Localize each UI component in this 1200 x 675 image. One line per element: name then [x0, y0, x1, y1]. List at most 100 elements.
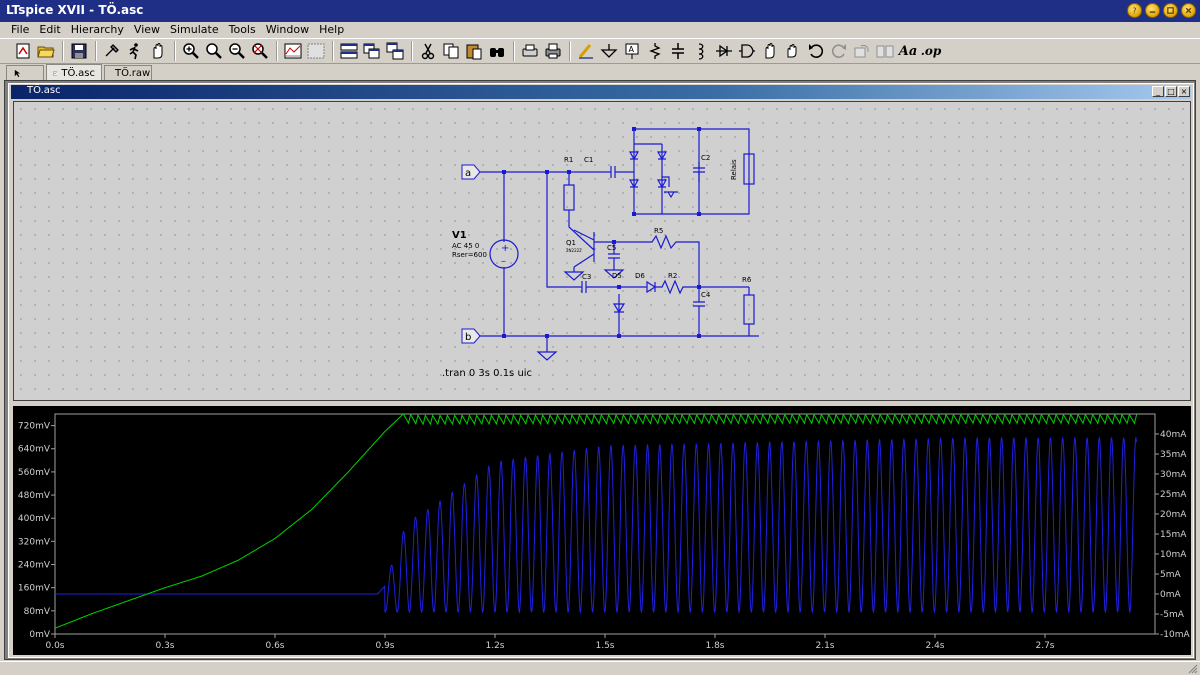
blank-plot-icon: [307, 43, 325, 59]
control-panel-button[interactable]: [101, 40, 123, 62]
text-button[interactable]: Aa: [897, 40, 919, 62]
q1-model: 2N2222: [566, 248, 582, 253]
c3-capacitor[interactable]: [546, 172, 647, 293]
paste-button[interactable]: [463, 40, 485, 62]
menu-help[interactable]: Help: [319, 23, 345, 36]
paste-icon: [466, 44, 482, 60]
diode-icon: [716, 44, 732, 58]
series-voltage-trace[interactable]: [54, 413, 1138, 629]
series-current-trace[interactable]: [55, 436, 1137, 614]
menu-hierarchy[interactable]: Hierarchy: [70, 23, 124, 36]
print-button[interactable]: [542, 40, 564, 62]
menu-edit[interactable]: Edit: [39, 23, 61, 36]
r1-resistor[interactable]: [563, 184, 575, 211]
tab-schematic[interactable]: TÖ.asc: [46, 64, 102, 80]
ground-symbol: [563, 267, 585, 281]
close-icon: ×: [1180, 87, 1188, 96]
cut-button[interactable]: [417, 40, 439, 62]
diode-button[interactable]: [713, 40, 735, 62]
child-minimize-button[interactable]: _: [1152, 86, 1164, 97]
find-button[interactable]: [486, 40, 508, 62]
d6-r2-branch[interactable]: [646, 279, 749, 295]
component-button[interactable]: [736, 40, 758, 62]
x-tick-label: 2.1s: [815, 641, 834, 651]
toolbar-separator: [513, 41, 515, 61]
relais-coil[interactable]: [743, 153, 755, 185]
drag-icon: [787, 44, 797, 58]
wire-button[interactable]: [575, 40, 597, 62]
zoom-in-button[interactable]: [180, 40, 202, 62]
y-right-tick-label: 40mA: [1160, 430, 1187, 440]
capacitor-button[interactable]: [667, 40, 689, 62]
c1-capacitor[interactable]: [604, 166, 634, 178]
undo-button[interactable]: [805, 40, 827, 62]
rotate-button[interactable]: [851, 40, 873, 62]
resize-grip-icon[interactable]: [1188, 664, 1198, 674]
move-button[interactable]: [759, 40, 781, 62]
schematic-window-title: TÖ.asc: [27, 85, 61, 96]
minimize-icon: [1149, 11, 1156, 13]
blank-plot-button[interactable]: [305, 40, 327, 62]
open-button[interactable]: [35, 40, 57, 62]
resistor-button[interactable]: [644, 40, 666, 62]
port-a[interactable]: [461, 164, 481, 180]
menu-bar: File Edit Hierarchy View Simulate Tools …: [0, 22, 1200, 38]
close-window-button[interactable]: [1181, 3, 1196, 18]
menu-view[interactable]: View: [133, 23, 161, 36]
zoom-fit-button[interactable]: [249, 40, 271, 62]
maximize-window-button[interactable]: [1163, 3, 1178, 18]
y-right-tick-label: 35mA: [1160, 450, 1187, 460]
run-button[interactable]: [124, 40, 146, 62]
r5-resistor[interactable]: [614, 234, 700, 287]
resistor-icon: [649, 43, 661, 59]
menu-window[interactable]: Window: [265, 23, 310, 36]
label-net-icon: A: [625, 43, 639, 59]
tab-raw[interactable]: TÖ.raw: [104, 65, 152, 80]
port-b[interactable]: [461, 328, 481, 344]
spice-directive[interactable]: .tran 0 3s 0.1s uic: [442, 368, 532, 379]
print-setup-button[interactable]: [519, 40, 541, 62]
menu-file[interactable]: File: [11, 23, 30, 36]
spice-directive-button[interactable]: .op: [920, 40, 942, 62]
copy-button[interactable]: [440, 40, 462, 62]
r6-resistor[interactable]: [743, 294, 755, 325]
mirror-button[interactable]: [874, 40, 896, 62]
label-net-button[interactable]: A: [621, 40, 643, 62]
minimize-window-button[interactable]: [1145, 3, 1160, 18]
menu-tools[interactable]: Tools: [228, 23, 256, 36]
y-left-tick-label: 400mV: [18, 514, 51, 524]
schematic-canvas[interactable]: + – a b: [13, 101, 1191, 401]
v1-source[interactable]: [489, 239, 519, 269]
c4-capacitor[interactable]: [693, 287, 705, 336]
zoom-out-icon: [229, 43, 245, 59]
y-left-tick-label: 80mV: [24, 607, 51, 617]
tile-vertical-button[interactable]: [361, 40, 383, 62]
redo-button[interactable]: [828, 40, 850, 62]
r5-label: R5: [654, 227, 663, 235]
tab-pointer[interactable]: [6, 65, 44, 80]
new-schematic-button[interactable]: [12, 40, 34, 62]
cascade-button[interactable]: [384, 40, 406, 62]
ground-button[interactable]: [598, 40, 620, 62]
q1-transistor[interactable]: [573, 229, 595, 268]
tile-horizontal-button[interactable]: [338, 40, 360, 62]
help-window-button[interactable]: ?: [1127, 3, 1142, 18]
autorange-plot-button[interactable]: [282, 40, 304, 62]
c2-capacitor[interactable]: [693, 162, 705, 182]
bridge-diodes[interactable]: [628, 151, 668, 189]
child-restore-button[interactable]: □: [1165, 86, 1177, 97]
child-close-button[interactable]: ×: [1178, 86, 1190, 97]
halt-button[interactable]: [147, 40, 169, 62]
inductor-button[interactable]: [690, 40, 712, 62]
save-button[interactable]: [68, 40, 90, 62]
tab-raw-label: TÖ.raw: [115, 68, 151, 79]
d5-diode[interactable]: [612, 294, 626, 336]
zoom-out-button[interactable]: [226, 40, 248, 62]
zoom-pan-button[interactable]: [203, 40, 225, 62]
pane-splitter[interactable]: [13, 402, 1191, 406]
drag-button[interactable]: [782, 40, 804, 62]
menu-simulate[interactable]: Simulate: [170, 23, 219, 36]
schematic-window-controls: _ □ ×: [1152, 86, 1190, 97]
